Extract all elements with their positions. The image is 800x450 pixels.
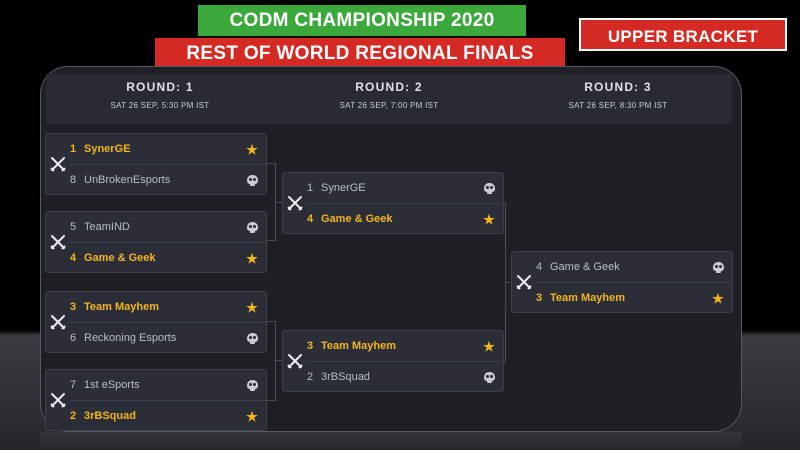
crossed-swords-icon: [46, 370, 70, 430]
team-name: Game & Geek: [84, 252, 156, 264]
upper-bracket-label: UPPER BRACKET: [579, 18, 787, 51]
team-name: Team Mayhem: [321, 340, 396, 352]
team-row[interactable]: 4 Game & Geek ★: [70, 243, 266, 273]
panel-reflection: [40, 432, 742, 450]
skull-icon: [238, 174, 266, 186]
championship-title: CODM CHAMPIONSHIP 2020: [198, 5, 526, 36]
connector-r1-a-out: [275, 202, 282, 203]
team-seed: 2: [70, 410, 77, 422]
team-name: Team Mayhem: [550, 292, 625, 304]
team-name: Game & Geek: [321, 213, 393, 225]
team-name: 1st eSports: [84, 379, 140, 391]
team-name: 3rBSquad: [321, 371, 370, 383]
round-time: SAT 26 SEP, 8:30 PM IST: [568, 101, 668, 110]
connector-r1-b-out: [275, 360, 282, 361]
team-name: SynerGE: [84, 143, 131, 155]
round-time: SAT 26 SEP, 7:00 PM IST: [339, 101, 439, 110]
star-icon: ★: [483, 211, 495, 227]
skull-icon: [704, 261, 732, 273]
team-seed: 5: [70, 221, 77, 233]
team-name: UnBrokenEsports: [84, 174, 171, 186]
match-r3-1[interactable]: 4 Game & Geek 3 Team Mayhem ★: [511, 251, 733, 313]
team-seed: 2: [307, 371, 314, 383]
connector-r2-out: [505, 282, 511, 283]
skull-icon: [475, 371, 503, 383]
round-1-header: ROUND: 1 SAT 26 SEP, 5:30 PM IST: [46, 74, 274, 110]
star-icon: ★: [246, 250, 258, 266]
team-seed: 8: [70, 174, 77, 186]
team-row[interactable]: 1 SynerGE: [307, 173, 503, 204]
team-seed: 7: [70, 379, 77, 391]
team-seed: 4: [536, 261, 543, 273]
team-row[interactable]: 2 3rBSquad ★: [70, 401, 266, 431]
team-row[interactable]: 3 Team Mayhem ★: [307, 331, 503, 362]
star-icon: ★: [483, 338, 495, 354]
skull-icon: [475, 182, 503, 194]
team-row[interactable]: 4 Game & Geek ★: [307, 204, 503, 234]
round-time: SAT 26 SEP, 5:30 PM IST: [110, 101, 210, 110]
star-icon: ★: [246, 141, 258, 157]
team-row[interactable]: 3 Team Mayhem ★: [536, 283, 732, 313]
rounds-header: ROUND: 1 SAT 26 SEP, 5:30 PM IST ROUND: …: [46, 74, 732, 124]
team-name: Game & Geek: [550, 261, 620, 273]
round-title: ROUND: 1: [126, 80, 194, 94]
round-3-header: ROUND: 3 SAT 26 SEP, 8:30 PM IST: [504, 74, 732, 110]
team-name: Reckoning Esports: [84, 332, 177, 344]
skull-icon: [238, 332, 266, 344]
team-row[interactable]: 7 1st eSports: [70, 370, 266, 401]
team-row[interactable]: 1 SynerGE ★: [70, 134, 266, 165]
team-seed: 6: [70, 332, 77, 344]
team-seed: 3: [307, 340, 314, 352]
team-row[interactable]: 6 Reckoning Esports: [70, 323, 266, 353]
team-name: SynerGE: [321, 182, 366, 194]
match-r2-2[interactable]: 3 Team Mayhem ★ 2 3rBSquad: [282, 330, 504, 392]
regional-finals-subtitle: REST OF WORLD REGIONAL FINALS: [155, 38, 565, 69]
skull-icon: [238, 221, 266, 233]
connector-r1-b: [267, 321, 276, 401]
team-seed: 4: [70, 252, 77, 264]
match-r1-1[interactable]: 1 SynerGE ★ 8 UnBrokenEsports: [45, 133, 267, 195]
team-name: 3rBSquad: [84, 410, 136, 422]
team-row[interactable]: 5 TeamIND: [70, 212, 266, 243]
match-r1-4[interactable]: 7 1st eSports 2 3rBSquad ★: [45, 369, 267, 431]
team-row[interactable]: 3 Team Mayhem ★: [70, 292, 266, 323]
match-r2-1[interactable]: 1 SynerGE 4 Game & Geek ★: [282, 172, 504, 234]
team-name: TeamIND: [84, 221, 130, 233]
team-seed: 4: [307, 213, 314, 225]
team-name: Team Mayhem: [84, 301, 159, 313]
skull-icon: [238, 379, 266, 391]
crossed-swords-icon: [46, 134, 70, 194]
crossed-swords-icon: [46, 212, 70, 272]
match-r1-2[interactable]: 5 TeamIND 4 Game & Geek ★: [45, 211, 267, 273]
match-r1-3[interactable]: 3 Team Mayhem ★ 6 Reckoning Esports: [45, 291, 267, 353]
round-title: ROUND: 3: [584, 80, 652, 94]
star-icon: ★: [712, 290, 724, 306]
crossed-swords-icon: [46, 292, 70, 352]
team-row[interactable]: 4 Game & Geek: [536, 252, 732, 283]
star-icon: ★: [246, 299, 258, 315]
team-seed: 1: [307, 182, 314, 194]
crossed-swords-icon: [283, 331, 307, 391]
round-title: ROUND: 2: [355, 80, 423, 94]
crossed-swords-icon: [512, 252, 536, 312]
round-2-header: ROUND: 2 SAT 26 SEP, 7:00 PM IST: [275, 74, 503, 110]
star-icon: ★: [246, 408, 258, 424]
crossed-swords-icon: [283, 173, 307, 233]
team-seed: 1: [70, 143, 77, 155]
team-row[interactable]: 8 UnBrokenEsports: [70, 165, 266, 195]
team-row[interactable]: 2 3rBSquad: [307, 362, 503, 392]
team-seed: 3: [536, 292, 543, 304]
team-seed: 3: [70, 301, 77, 313]
